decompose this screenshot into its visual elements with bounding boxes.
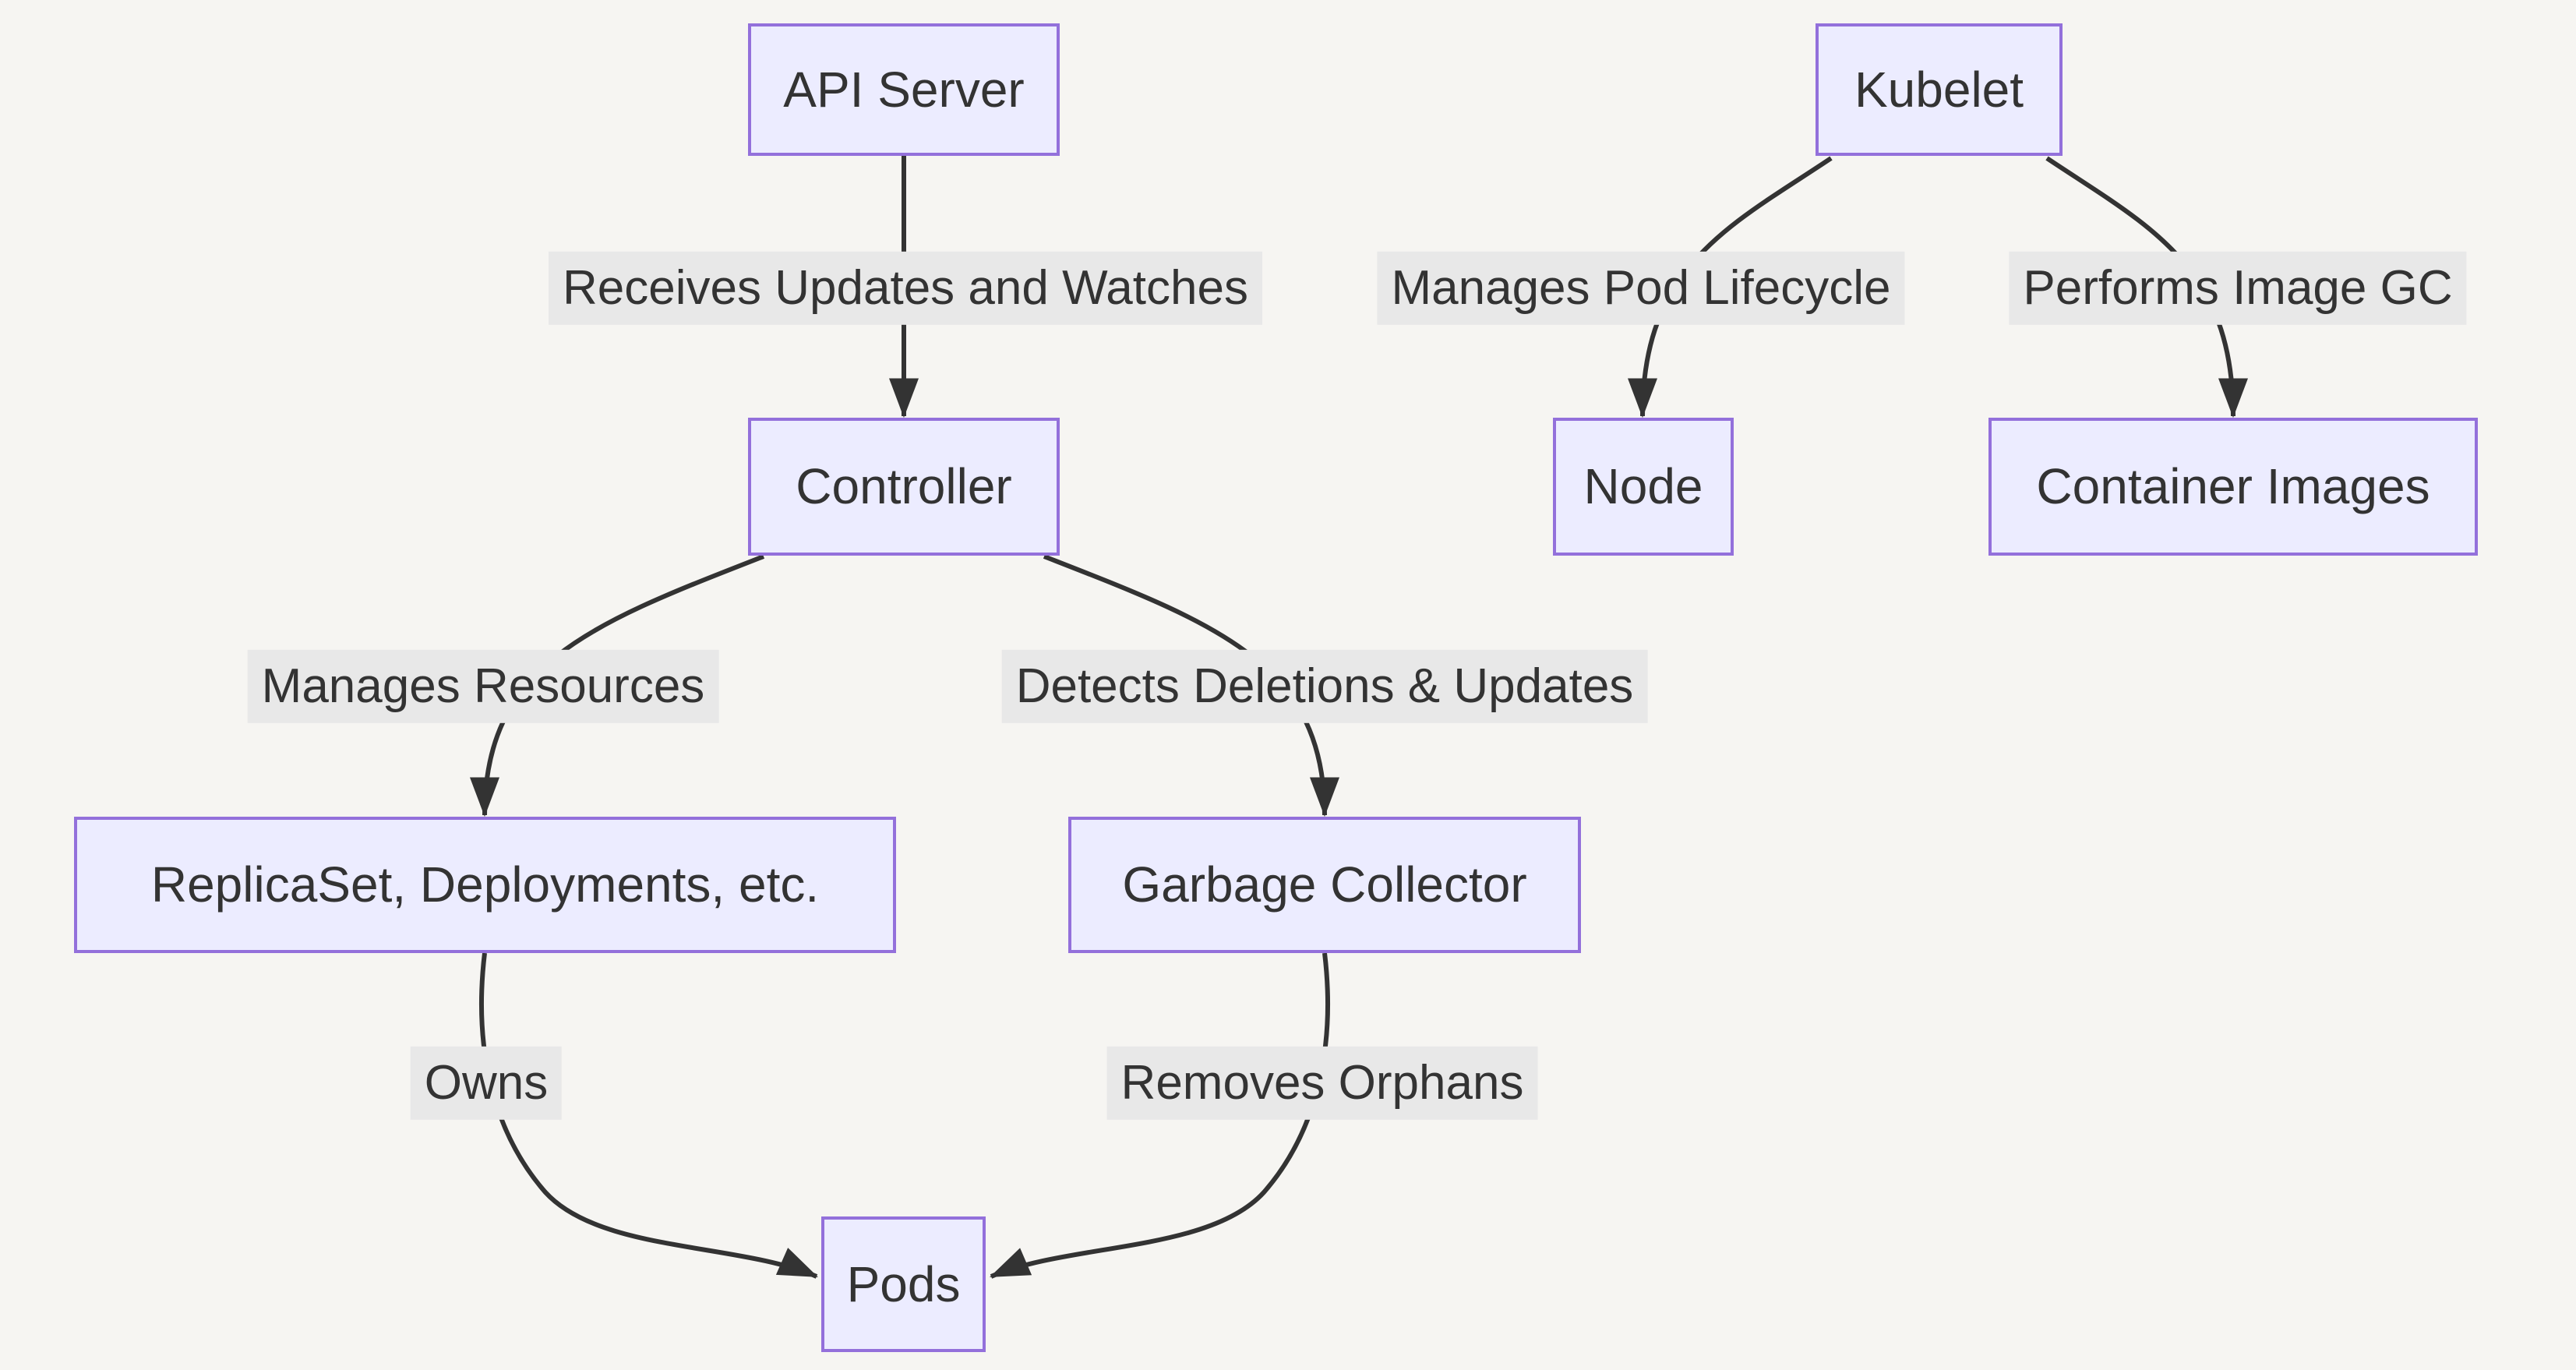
node-controller: Controller (748, 418, 1060, 556)
edge-label-detects-deletions-updates: Detects Deletions & Updates (1001, 649, 1648, 724)
edge-label-owns: Owns (410, 1046, 563, 1121)
edge-replicaset-to-pods (479, 952, 818, 1279)
node-node: Node (1553, 418, 1734, 556)
edge-garbage-collector-to-pods (990, 952, 1330, 1279)
node-garbage-collector: Garbage Collector (1068, 817, 1581, 953)
node-api-server: API Server (748, 23, 1060, 156)
edge-label-removes-orphans: Removes Orphans (1106, 1046, 1538, 1121)
edge-label-performs-image-gc: Performs Image GC (2009, 251, 2467, 326)
node-replicaset-deployments: ReplicaSet, Deployments, etc. (74, 817, 896, 953)
node-pods: Pods (821, 1216, 986, 1352)
node-kubelet: Kubelet (1816, 23, 2063, 156)
node-container-images: Container Images (1988, 418, 2478, 556)
edge-label-receives-updates-and-watches: Receives Updates and Watches (549, 251, 1262, 326)
edge-label-manages-resources: Manages Resources (247, 649, 719, 724)
edge-label-manages-pod-lifecycle: Manages Pod Lifecycle (1377, 251, 1905, 326)
